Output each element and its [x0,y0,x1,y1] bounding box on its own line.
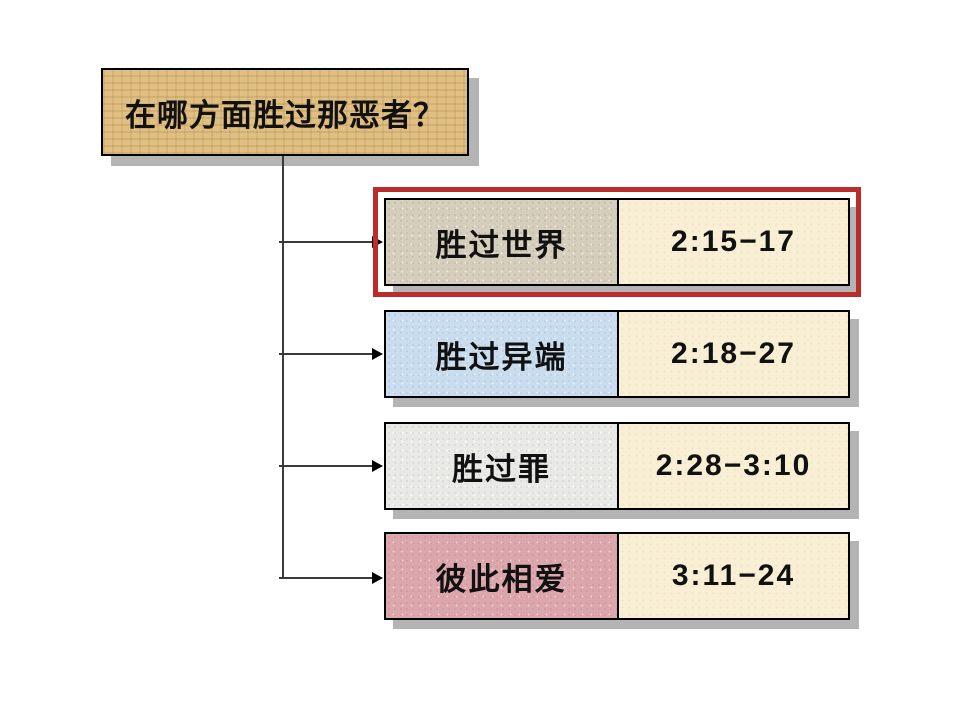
topic-row-box: 胜过罪 2:28−3:10 [384,422,850,510]
topic-label-cell: 彼此相爱 [386,534,619,618]
topic-row-box: 胜过异端 2:18−27 [384,310,850,398]
question-text: 在哪方面胜过那恶者？ [125,97,445,133]
topic-label: 彼此相爱 [435,561,568,597]
topic-label: 胜过世界 [435,227,568,263]
topic-label: 胜过异端 [435,339,568,375]
topic-row-box: 彼此相爱 3:11−24 [384,532,850,620]
reference-text: 3:11−24 [671,559,796,592]
topic-row-heresy: 胜过异端 2:18−27 [384,310,850,398]
arrowhead-icon [372,572,383,584]
connector-branch-2 [279,348,383,360]
reference-cell: 2:18−27 [619,312,848,396]
connector-branch-4 [279,572,383,584]
reference-text: 2:15−17 [671,225,796,258]
connector-trunk-line [282,156,284,579]
topic-label: 胜过罪 [452,451,551,487]
topic-label-cell: 胜过异端 [386,312,619,396]
reference-cell: 2:28−3:10 [619,424,848,508]
topic-row-world: 胜过世界 2:15−17 [373,187,861,297]
arrowhead-icon [372,460,383,472]
reference-text: 2:18−27 [671,337,796,370]
connector-branch-3 [279,460,383,472]
arrowhead-icon [372,236,383,248]
topic-label-cell: 胜过世界 [386,200,619,284]
topic-row-love: 彼此相爱 3:11−24 [384,532,850,620]
reference-cell: 3:11−24 [619,534,848,618]
connector-branch-1 [279,236,383,248]
topic-row-sin: 胜过罪 2:28−3:10 [384,422,850,510]
reference-cell: 2:15−17 [619,200,848,284]
reference-text: 2:28−3:10 [655,449,812,482]
topic-row-box: 胜过世界 2:15−17 [384,198,850,286]
arrowhead-icon [372,348,383,360]
question-box: 在哪方面胜过那恶者？ [101,68,469,156]
topic-label-cell: 胜过罪 [386,424,619,508]
